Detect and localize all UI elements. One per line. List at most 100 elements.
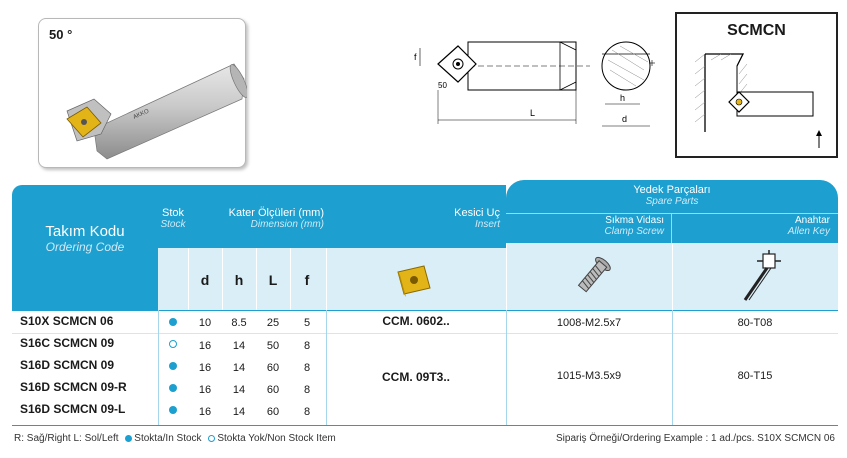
- row-h: 14: [232, 384, 246, 396]
- row-f: 8: [303, 362, 311, 374]
- row-divider: [12, 310, 838, 311]
- clamp-screw-sublabel: Clamp Screw: [604, 226, 664, 237]
- row-d: 16: [198, 384, 212, 396]
- ordering-code-title: Takım Kodu Ordering Code: [22, 223, 148, 254]
- col-divider: [158, 310, 159, 425]
- row-divider: [12, 425, 838, 426]
- scmcn-title: SCMCN: [727, 22, 786, 39]
- scmcn-diagram: [694, 53, 822, 148]
- col-divider: [326, 310, 327, 425]
- row-f: 8: [303, 406, 311, 418]
- row-d: 16: [198, 362, 212, 374]
- insert-label: Kesici Uç: [454, 207, 500, 219]
- in-stock-legend: Stokta/In Stock: [134, 433, 202, 444]
- spare-parts-header: [506, 180, 838, 243]
- row-f: 8: [303, 340, 311, 352]
- allen-key-sublabel: Allen Key: [787, 226, 830, 237]
- col-divider: [672, 243, 673, 310]
- in-stock-dot: [169, 384, 177, 392]
- row-h: 8.5: [231, 317, 247, 329]
- col-divider: [256, 248, 257, 310]
- col-h-header: h: [234, 272, 244, 288]
- angle-label: 50 °: [49, 27, 73, 42]
- allen-key-header: [672, 213, 838, 243]
- dimension-sub-header: [188, 248, 326, 310]
- ordering-code-sublabel: Ordering Code: [45, 240, 125, 254]
- allen-key-code: 80-T08: [737, 317, 773, 329]
- non-stock-dot: [169, 340, 177, 348]
- dim-d-label: d: [622, 114, 627, 124]
- allen-key-label: Anahtar: [794, 215, 830, 226]
- row-divider: [12, 333, 838, 334]
- insert-sublabel: Insert: [474, 219, 500, 230]
- tool-holder-photo: AKKO: [66, 63, 247, 160]
- row-code: S16C SCMCN 09: [20, 336, 115, 350]
- row-code: S16D SCMCN 09-R: [20, 380, 127, 394]
- stock-label: Stok: [161, 207, 184, 219]
- footer-right-left-legend: R: Sağ/Right L: Sol/Left: [14, 433, 119, 444]
- scmcn-diagram-box: SCMCN: [675, 12, 838, 158]
- in-stock-dot: [169, 318, 177, 326]
- insert-header: [326, 185, 506, 248]
- stock-title: Stok Stock: [158, 207, 188, 230]
- clamp-screw-label: Sıkma Vidası: [605, 215, 664, 226]
- row-code: S16D SCMCN 09-L: [20, 402, 126, 416]
- dim-h-label: h: [620, 93, 625, 103]
- stock-header: [158, 185, 188, 248]
- row-f: 8: [303, 384, 311, 396]
- dimension-sublabel: Dimension (mm): [250, 219, 324, 230]
- insert-title: Kesici Uç Insert: [332, 207, 500, 230]
- row-f: 5: [303, 317, 311, 329]
- dimension-label: Kater Ölçüleri (mm): [228, 207, 324, 219]
- clamp-screw-title: Sıkma Vidası Clamp Screw: [512, 215, 664, 237]
- row-code: S10X SCMCN 06: [20, 314, 114, 328]
- in-stock-legend-dot: [125, 434, 133, 442]
- col-divider: [222, 248, 223, 310]
- ordering-code-header: [12, 185, 158, 310]
- non-stock-legend: Stokta Yok/Non Stock Item: [217, 433, 336, 444]
- dim-L-label: L: [530, 108, 535, 118]
- insert-code: CCM. 09T3..: [381, 370, 450, 384]
- insert-icon: [397, 265, 431, 297]
- stock-sub-header: [158, 248, 188, 310]
- in-stock-dot: [169, 406, 177, 414]
- insert-code: CCM. 0602..: [382, 314, 450, 328]
- stock-sublabel: Stock: [160, 219, 186, 230]
- clamp-screw-icon: [577, 256, 611, 293]
- product-table: Takım Kodu Ordering Code Stok Stock Kate…: [12, 180, 838, 426]
- spare-parts-sublabel: Spare Parts: [645, 196, 699, 207]
- clamp-screw-code: 1015-M3.5x9: [556, 370, 622, 382]
- row-code: S16D SCMCN 09: [20, 358, 115, 372]
- in-stock-dot: [169, 362, 177, 370]
- dim-f-label: f: [414, 52, 417, 62]
- row-L: 50: [266, 340, 280, 352]
- row-L: 60: [266, 362, 280, 374]
- footer-legend: R: Sağ/Right L: Sol/Left Stokta/In Stock…: [14, 433, 336, 444]
- allen-key-title: Anahtar Allen Key: [678, 215, 830, 237]
- technical-drawing: f 50 L h d: [414, 41, 655, 127]
- col-divider: [672, 310, 673, 425]
- dimension-title: Kater Ölçüleri (mm) Dimension (mm): [196, 207, 324, 230]
- clamp-screw-header: [506, 213, 672, 243]
- row-h: 14: [232, 362, 246, 374]
- product-photo-box: 50 ° AKKO: [38, 18, 247, 168]
- spare-parts-label: Yedek Parçaları: [633, 184, 711, 196]
- spare-parts-title: Yedek Parçaları Spare Parts: [506, 184, 838, 207]
- row-h: 14: [232, 406, 246, 418]
- dim-angle-label: 50: [438, 81, 447, 90]
- row-L: 25: [266, 317, 280, 329]
- row-d: 16: [198, 406, 212, 418]
- row-d: 10: [198, 317, 212, 329]
- col-L-header: L: [268, 272, 278, 288]
- non-stock-legend-dot: [208, 434, 216, 442]
- allen-key-icon: [743, 250, 781, 301]
- dimension-header: [188, 185, 326, 248]
- ordering-code-label: Takım Kodu: [45, 223, 125, 240]
- row-L: 60: [266, 384, 280, 396]
- col-divider: [326, 248, 327, 310]
- col-f-header: f: [304, 272, 310, 288]
- col-divider: [506, 243, 507, 310]
- col-divider: [506, 310, 507, 425]
- col-divider: [188, 248, 189, 310]
- col-divider: [290, 248, 291, 310]
